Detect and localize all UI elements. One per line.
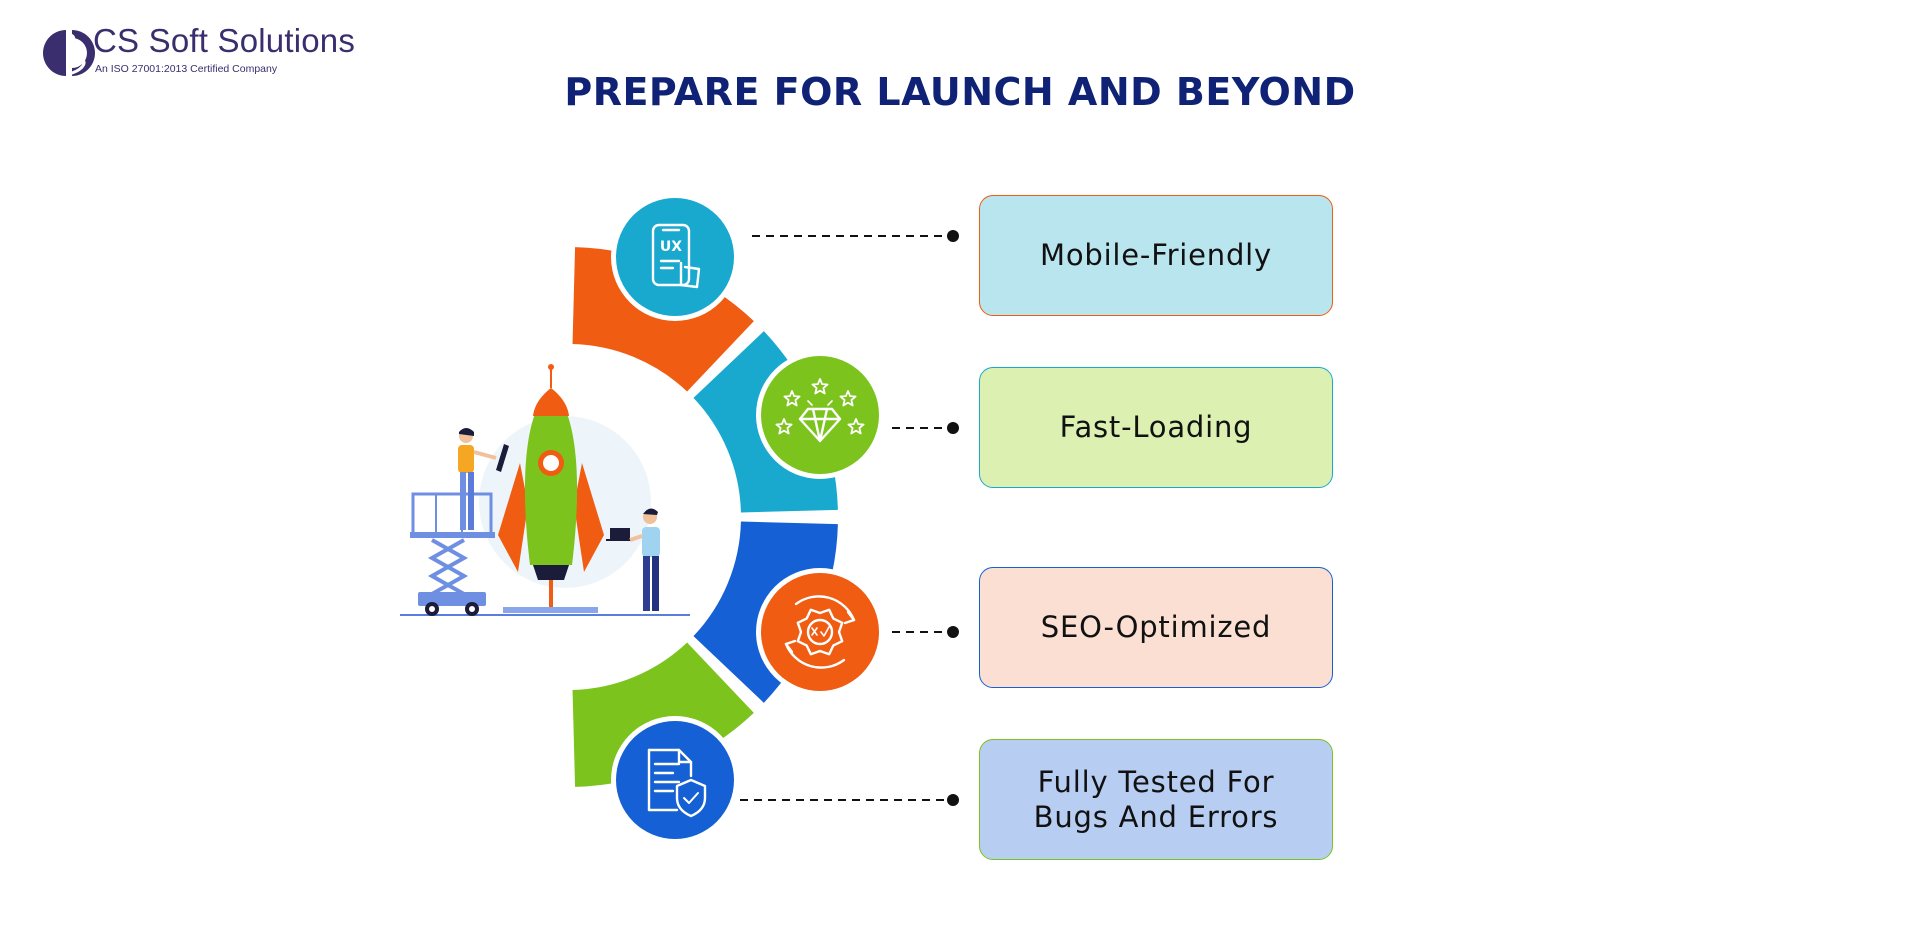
connector-line	[752, 230, 959, 242]
brand-name: CS Soft Solutions	[93, 22, 356, 59]
feature-label: Mobile-Friendly	[1040, 238, 1272, 272]
rocket-launch-illustration	[400, 364, 690, 616]
ring-segment	[572, 642, 754, 787]
brand-logo-mark-icon	[43, 30, 95, 76]
feature-icon-circle	[611, 716, 739, 844]
page-title: PREPARE FOR LAUNCH AND BEYOND	[564, 70, 1356, 114]
connector-line	[892, 626, 959, 638]
feature-label: Fully Tested For Bugs And Errors	[1033, 764, 1279, 834]
brand-tagline: An ISO 27001:2013 Certified Company	[95, 63, 278, 75]
feature-card: Mobile-Friendly	[979, 195, 1333, 316]
svg-text:UX: UX	[660, 239, 682, 255]
connector-line	[740, 794, 959, 806]
gear-cycle-icon	[784, 595, 856, 669]
feature-card: Fast-Loading	[979, 367, 1333, 488]
feature-icon-circle	[756, 351, 884, 479]
document-shield-icon	[647, 748, 707, 818]
feature-label: Fast-Loading	[1059, 410, 1253, 444]
mobile-ux-icon: UX	[651, 223, 701, 289]
feature-card: SEO-Optimized	[979, 567, 1333, 688]
feature-card: Fully Tested For Bugs And Errors	[979, 739, 1333, 860]
feature-icon-circle: UX	[611, 193, 739, 321]
feature-label: SEO-Optimized	[1040, 610, 1272, 644]
diamond-stars-icon	[775, 378, 865, 443]
feature-icon-circle	[756, 568, 884, 696]
connector-line	[892, 422, 959, 434]
